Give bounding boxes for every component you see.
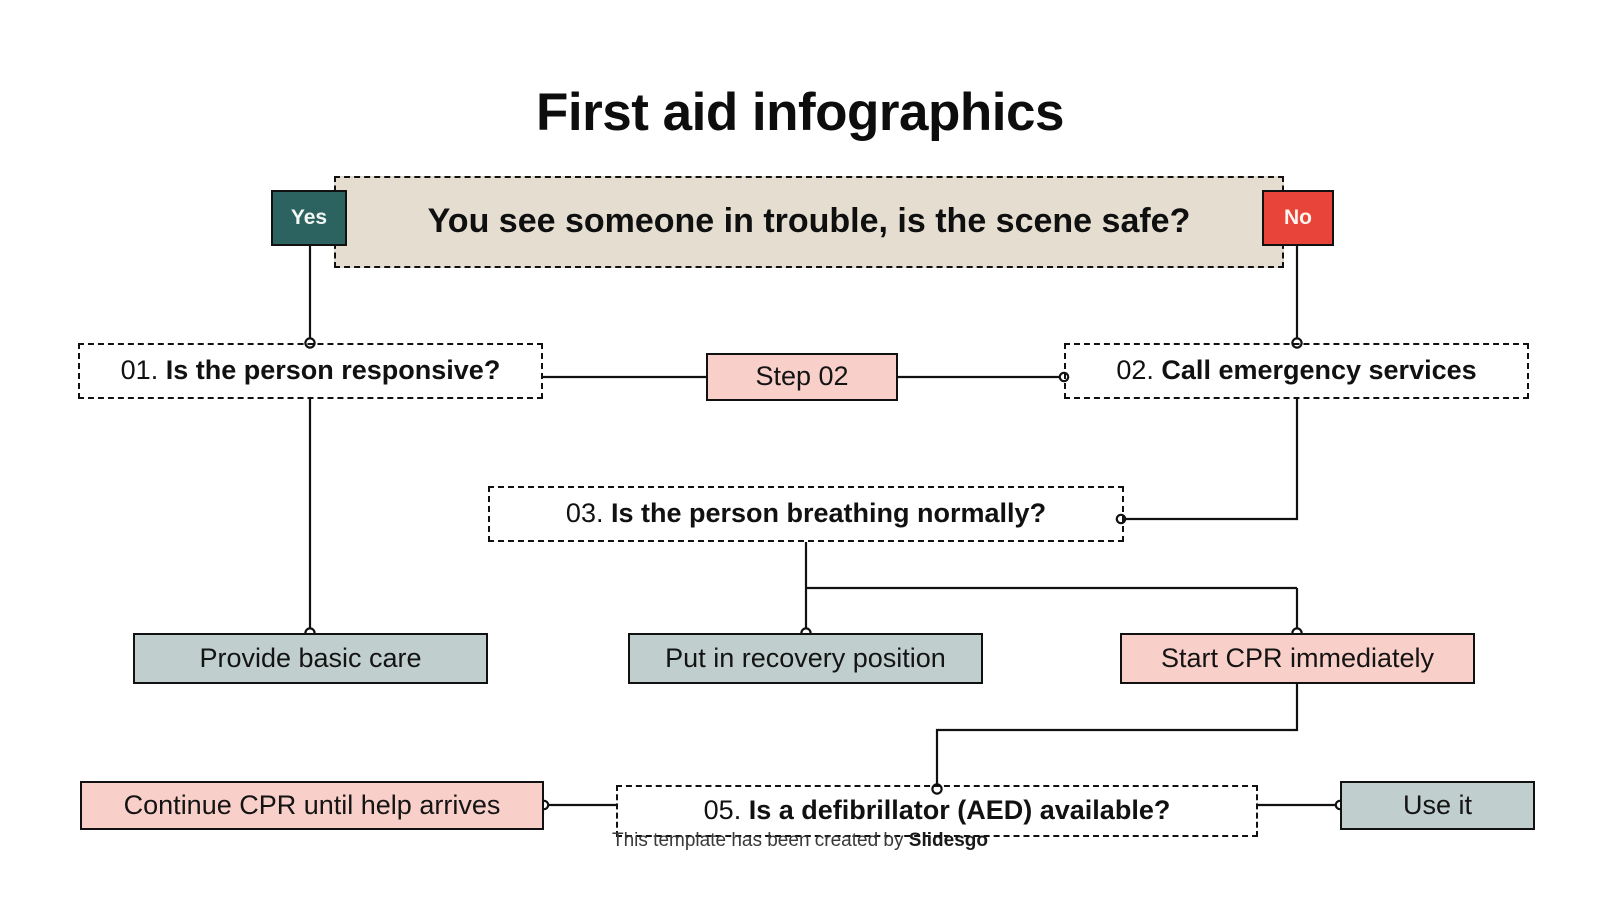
footer-credit: This template has been created by Slides…	[0, 830, 1600, 852]
branch-tag-yes-label: Yes	[290, 205, 328, 229]
node-05-text: Is a defibrillator (AED) available?	[748, 795, 1171, 826]
root-question-banner: You see someone in trouble, is the scene…	[334, 176, 1284, 268]
node-start-cpr-immediately-label: Start CPR immediately	[1160, 642, 1435, 673]
node-01-number: 01.	[120, 355, 159, 386]
node-put-in-recovery-position-label: Put in recovery position	[665, 642, 946, 673]
root-question-label: You see someone in trouble, is the scene…	[427, 202, 1191, 241]
footer-credit-brand: Slidesgo	[908, 830, 988, 851]
node-start-cpr-immediately[interactable]: Start CPR immediately	[1120, 633, 1475, 684]
node-put-in-recovery-position[interactable]: Put in recovery position	[628, 633, 983, 684]
node-continue-cpr-until-help-arrives[interactable]: Continue CPR until help arrives	[80, 781, 544, 830]
node-01-text: Is the person responsive?	[165, 355, 501, 386]
node-step-02-label: Step 02	[755, 361, 849, 392]
node-use-it-label: Use it	[1402, 789, 1473, 820]
node-provide-basic-care-label: Provide basic care	[199, 642, 422, 673]
node-use-it[interactable]: Use it	[1340, 781, 1535, 830]
node-02-call-emergency-services: 02. Call emergency services	[1064, 343, 1529, 399]
node-05-number: 05.	[703, 795, 742, 826]
page-title: First aid infographics	[536, 83, 1064, 142]
node-continue-cpr-label: Continue CPR until help arrives	[123, 789, 501, 820]
branch-tag-no-label: No	[1284, 205, 1312, 229]
edge-cpr-to-05	[935, 684, 1299, 786]
node-step-02[interactable]: Step 02	[706, 353, 898, 401]
node-provide-basic-care[interactable]: Provide basic care	[133, 633, 488, 684]
node-05-is-aed-available: 05. Is a defibrillator (AED) available?	[616, 785, 1258, 837]
node-03-text: Is the person breathing normally?	[610, 498, 1047, 529]
branch-tag-yes[interactable]: Yes	[271, 190, 347, 246]
edge-03-split	[804, 542, 1299, 630]
node-02-number: 02.	[1116, 355, 1154, 386]
node-03-number: 03.	[565, 498, 604, 529]
edge-02-to-03	[1124, 399, 1299, 521]
node-03-is-person-breathing: 03. Is the person breathing normally?	[488, 486, 1124, 542]
node-01-is-person-responsive: 01. Is the person responsive?	[78, 343, 543, 399]
branch-tag-no[interactable]: No	[1262, 190, 1334, 246]
node-02-text: Call emergency services	[1161, 355, 1477, 386]
footer-credit-prefix: This template has been created by	[612, 830, 909, 851]
